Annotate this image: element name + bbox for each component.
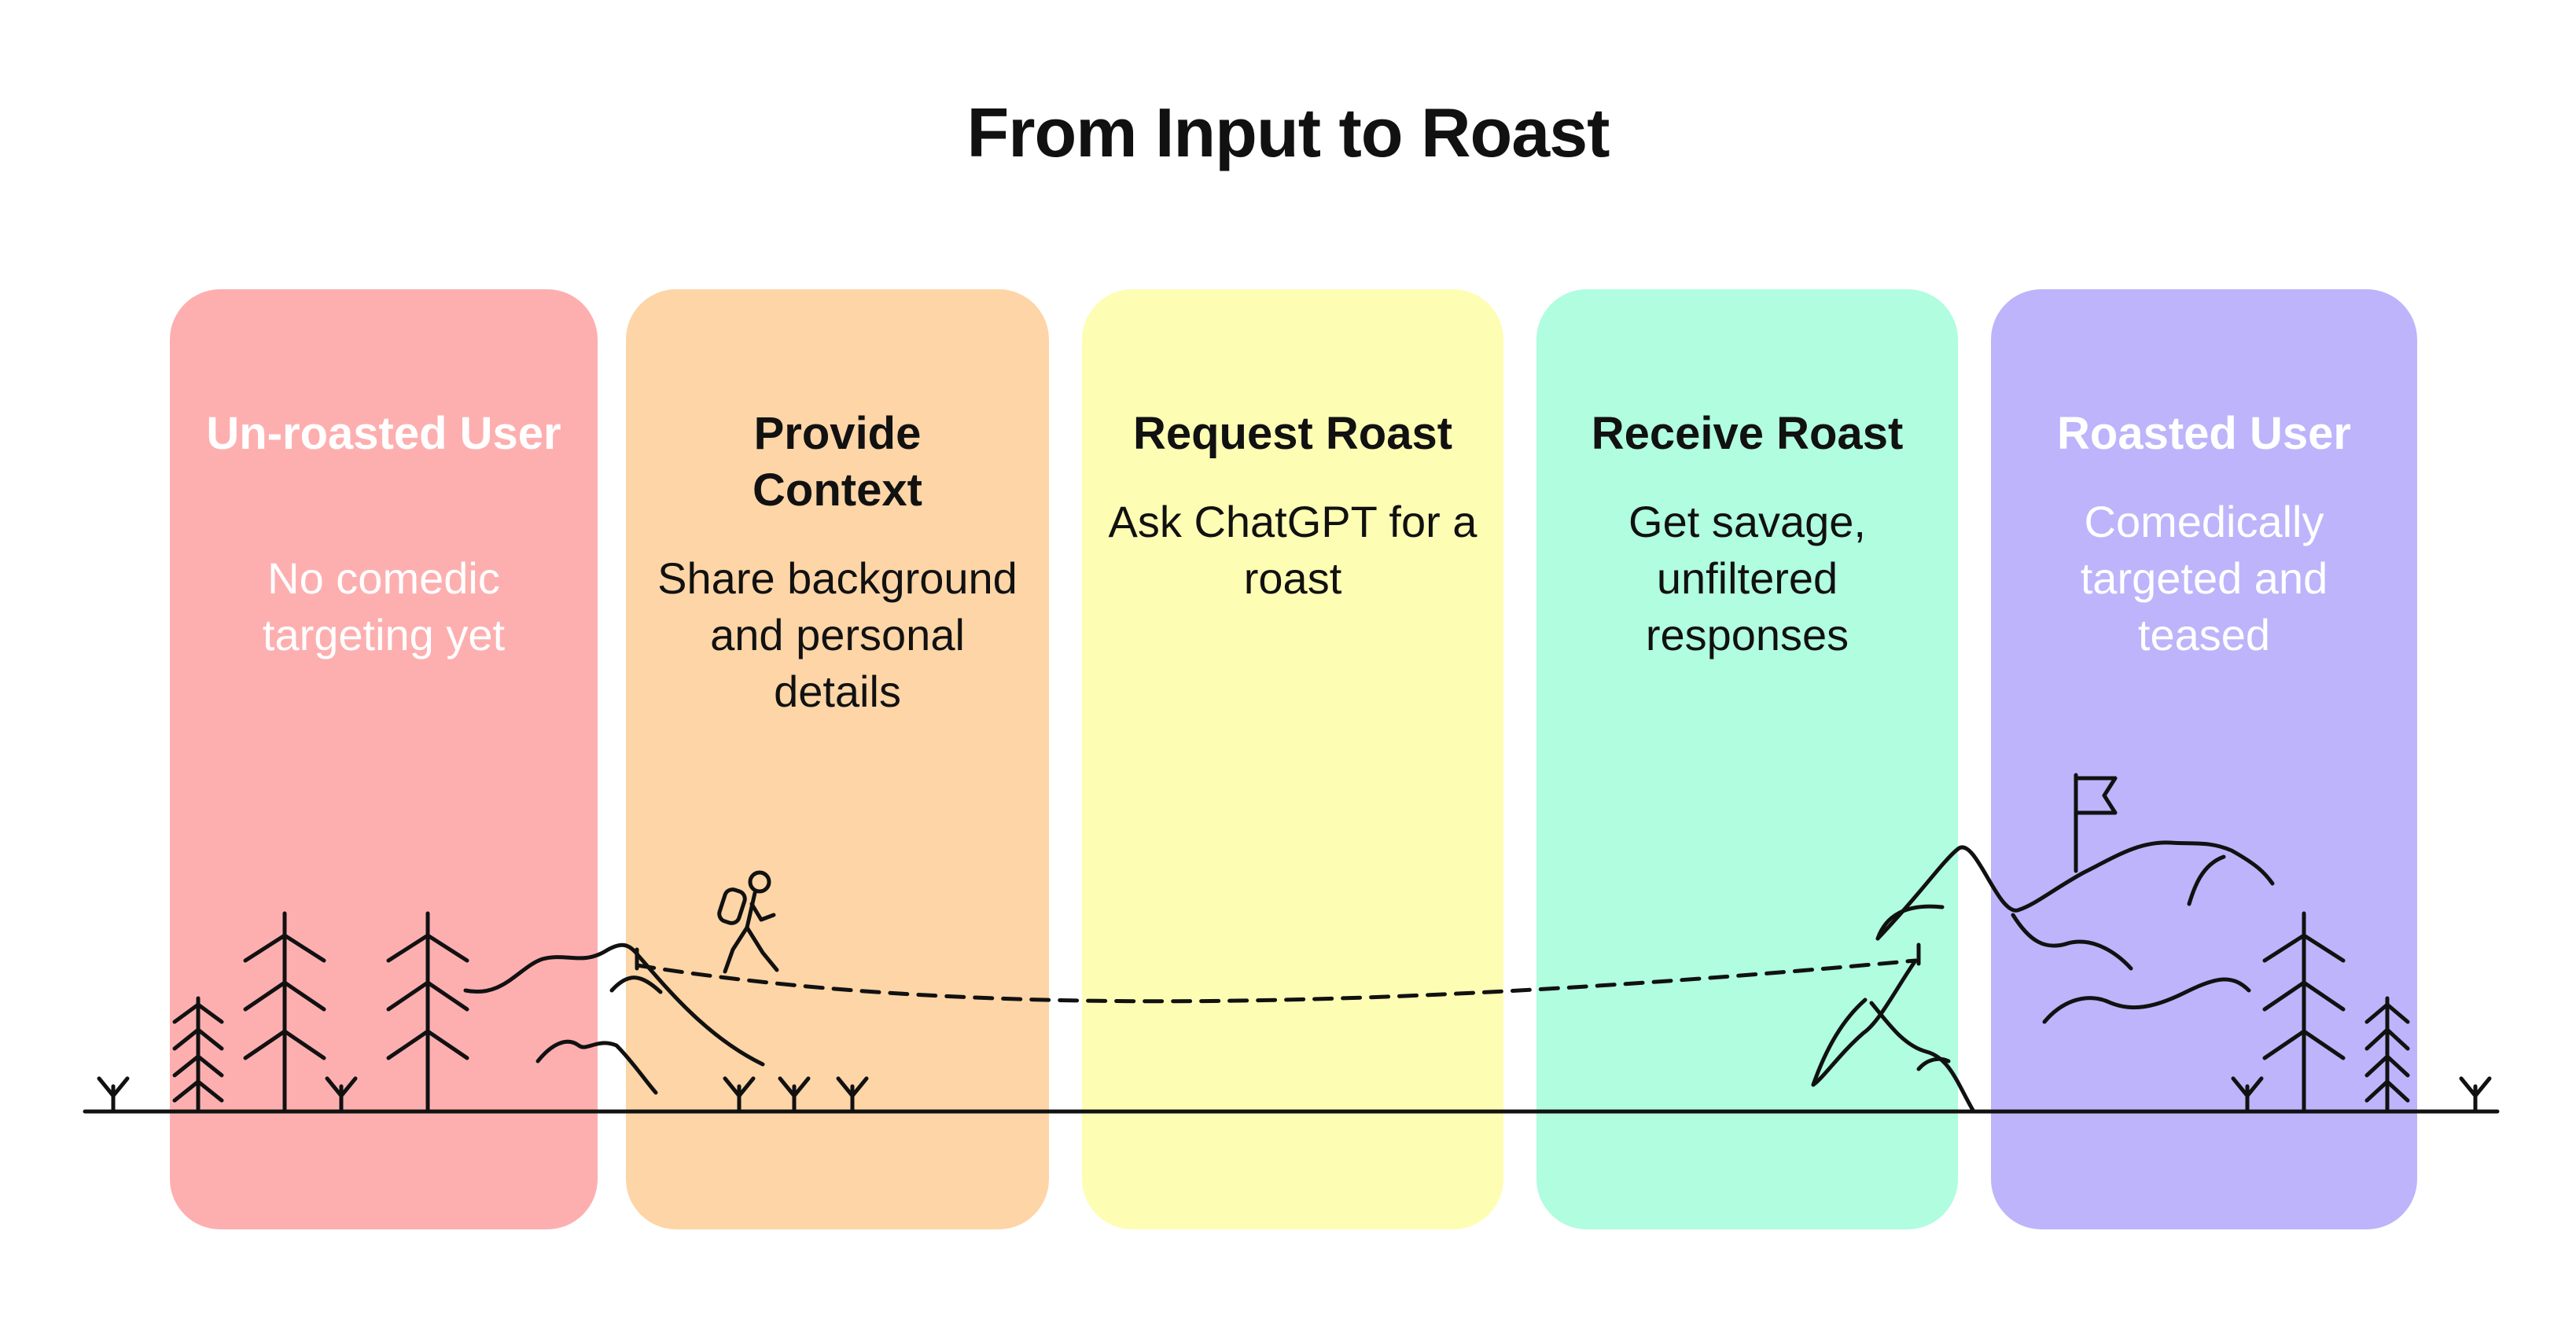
stage-card-provide-context: Provide Context Share background and per… <box>626 289 1049 1229</box>
stage-card-receive-roast: Receive Roast Get savage, unfiltered res… <box>1536 289 1958 1229</box>
stage-description: No comedic targeting yet <box>262 553 506 659</box>
stage-title: Un-roasted User <box>206 408 561 459</box>
stage-title: Roasted User <box>2057 408 2351 459</box>
stage-description: Ask ChatGPT for a roast <box>1108 497 1478 603</box>
stage-description: Get savage, unfiltered responses <box>1628 497 1866 659</box>
stage-title: Receive Roast <box>1591 408 1904 459</box>
stage-title: Request Roast <box>1132 408 1453 459</box>
stage-title: Provide Context <box>753 408 922 516</box>
grass-tuft-icon <box>2459 1076 2492 1114</box>
stage-card-roasted-user: Roasted User Comedically targeted and te… <box>1991 289 2417 1229</box>
diagram-title: From Input to Roast <box>966 94 1610 171</box>
stage-card-request-roast: Request Roast Ask ChatGPT for a roast <box>1082 289 1503 1229</box>
stage-description: Comedically targeted and teased <box>2080 497 2328 659</box>
grass-tuft-icon <box>97 1076 130 1114</box>
stage-card-un-roasted-user: Un-roasted User No comedic targeting yet <box>170 289 598 1229</box>
stage-description: Share background and personal details <box>657 553 1018 716</box>
